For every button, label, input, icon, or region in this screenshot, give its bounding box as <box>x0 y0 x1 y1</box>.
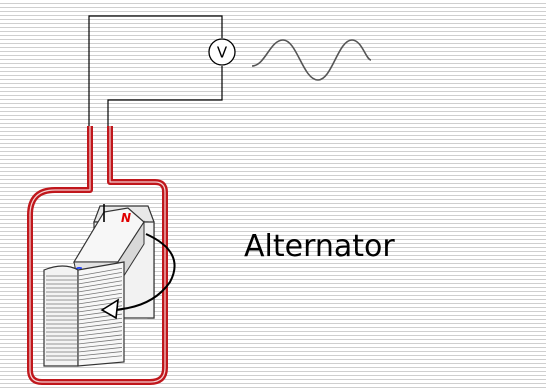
rotation-arrow-icon <box>100 233 176 320</box>
sine-wave-icon <box>251 39 372 81</box>
voltmeter-symbol: V <box>217 44 228 62</box>
voltmeter-icon: V <box>208 38 236 66</box>
coil-stack-front <box>43 261 125 367</box>
circuit-wiring <box>88 15 223 128</box>
diagram-caption: Alternator <box>244 229 395 264</box>
north-pole-label: N <box>121 211 131 225</box>
